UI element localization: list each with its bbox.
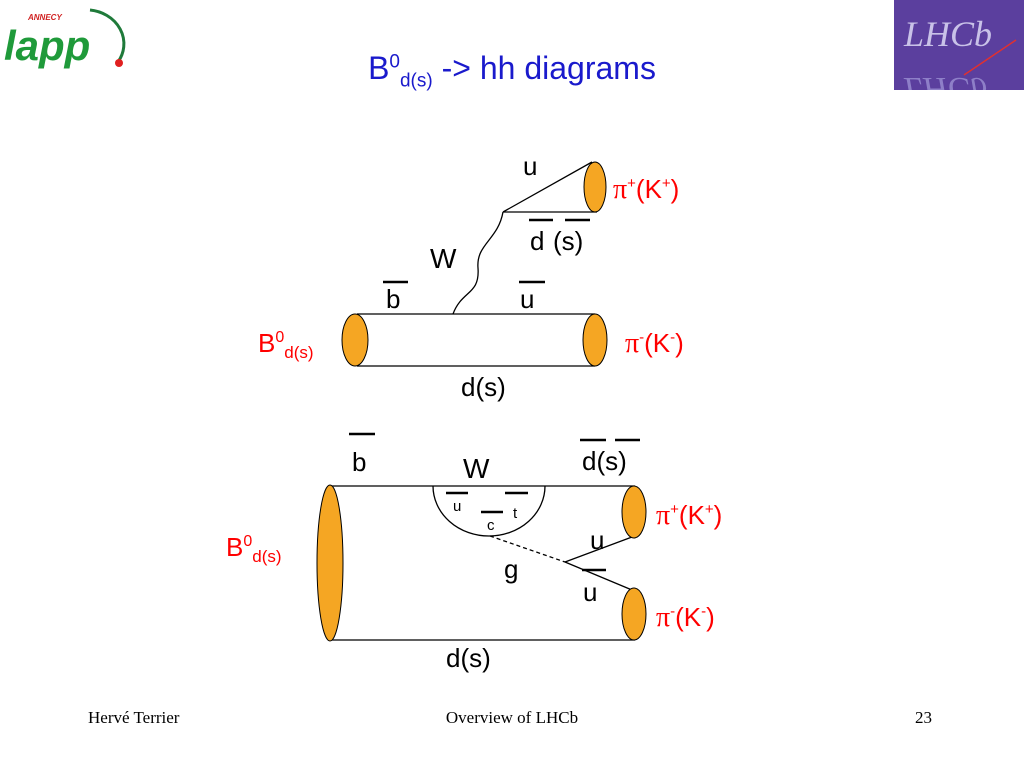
penguin-label-loop-u: u: [453, 498, 461, 515]
tree-b-meson: [341, 313, 369, 367]
tree-pi-minus-meson: [582, 313, 608, 367]
tree-u-line: [502, 161, 593, 213]
title-rest: -> hh diagrams: [432, 50, 656, 86]
tree-label-s: (s): [553, 226, 583, 256]
slide-title: B0d(s) -> hh diagrams: [0, 50, 1024, 92]
penguin-label-ubar: u: [583, 577, 597, 607]
penguin-label-g: g: [504, 554, 518, 584]
tree-w-boson: [452, 211, 504, 315]
lapp-logo-sub: ANNECY: [27, 13, 62, 22]
tree-label-b: b: [386, 284, 400, 314]
tree-pi-plus-label: π+(K+): [613, 174, 679, 205]
tree-pi-plus-meson: [583, 161, 607, 213]
tree-label-u: u: [523, 151, 537, 181]
feynman-diagrams: u d (s) W b u d(s) B0d(s) π+(K+) π-(K-): [226, 151, 722, 673]
lhcb-logo-line: [963, 39, 1017, 76]
penguin-pi-plus-label: π+(K+): [656, 500, 722, 531]
penguin-label-u: u: [590, 525, 604, 555]
penguin-label-b: b: [352, 447, 366, 477]
tree-label-ubar: u: [520, 284, 534, 314]
lhcb-logo-mirror: LHCb: [903, 70, 987, 90]
footer-talk-title: Overview of LHCb: [445, 708, 579, 727]
penguin-pi-minus-meson: [621, 587, 647, 641]
penguin-label-loop-t: t: [513, 505, 518, 522]
title-sup: 0: [389, 51, 400, 73]
footer-author: Hervé Terrier: [88, 708, 180, 727]
lapp-logo: ANNECY lapp: [4, 8, 126, 69]
penguin-gluon: [489, 535, 566, 563]
lapp-logo-arc: [89, 8, 126, 63]
penguin-label-loop-c: c: [487, 517, 495, 534]
penguin-loop: [432, 485, 546, 537]
penguin-label-ds: d(s): [582, 446, 627, 476]
penguin-label-spectator: d(s): [446, 643, 491, 673]
tree-label-spectator: d(s): [461, 372, 506, 402]
penguin-u-line: [564, 536, 633, 563]
lhcb-logo: LHCb LHCb: [894, 0, 1024, 90]
tree-pi-minus-label: π-(K-): [625, 328, 684, 359]
title-base: B: [368, 50, 390, 86]
tree-label-w: W: [430, 243, 457, 274]
lhcb-logo-text: LHCb: [903, 14, 992, 54]
lhcb-logo-bg: [894, 0, 1024, 90]
penguin-b-meson-label: B0d(s): [226, 532, 282, 566]
tree-label-d: d: [530, 226, 544, 256]
lapp-logo-text: lapp: [4, 22, 90, 69]
tree-diagram: u d (s) W b u d(s) B0d(s) π+(K+) π-(K-): [258, 151, 684, 402]
footer-page-number: 23: [915, 708, 932, 727]
penguin-pi-minus-label: π-(K-): [656, 602, 715, 633]
penguin-b-meson: [316, 484, 344, 642]
penguin-diagram: b W d(s) u c t g u u d(s) B0d(s) π+(K+) …: [226, 432, 722, 673]
penguin-label-w: W: [463, 453, 490, 484]
title-sub: d(s): [399, 70, 433, 92]
penguin-ubar-line: [564, 561, 633, 591]
lapp-logo-dot: [115, 59, 123, 67]
tree-b-meson-label: B0d(s): [258, 328, 314, 362]
penguin-pi-plus-meson: [621, 485, 647, 539]
